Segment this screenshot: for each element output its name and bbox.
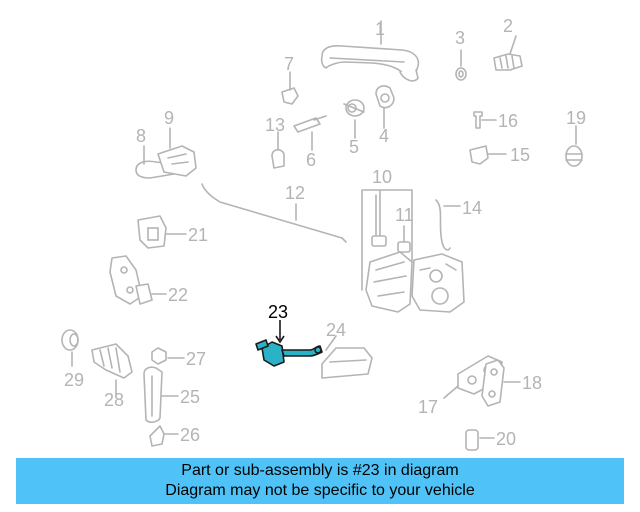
part-25-cover: [143, 366, 179, 423]
part-label-12: 12: [285, 183, 305, 203]
part-label-21: 21: [188, 225, 208, 245]
part-18-hinge-plate: [481, 359, 521, 407]
info-banner: Part or sub-assembly is #23 in diagram D…: [16, 458, 624, 504]
part-label-18: 18: [522, 373, 542, 393]
part-16-bolt: [473, 111, 497, 129]
part-22-striker-plate: [109, 255, 167, 305]
part-19-bumper: [565, 125, 583, 167]
part-1-outer-handle: [320, 20, 420, 82]
part-label-9: 9: [164, 108, 174, 128]
part-5-grommet: [343, 99, 365, 139]
part-label-8: 8: [136, 126, 146, 146]
part-label-20: 20: [496, 429, 516, 449]
part-14-cable: [435, 199, 461, 251]
part-26-fastener: [149, 425, 179, 447]
part-12-rod: [201, 183, 347, 243]
part-label-16: 16: [498, 111, 518, 131]
part-2-lock-cylinder: [493, 35, 523, 71]
part-13-clip: [271, 131, 285, 169]
part-label-6: 6: [306, 150, 316, 170]
part-label-25: 25: [180, 387, 200, 407]
part-label-29: 29: [64, 370, 84, 390]
part-15-clip: [469, 145, 507, 165]
part-label-11: 11: [395, 205, 414, 225]
part-label-22: 22: [168, 285, 188, 305]
part-label-1: 1: [375, 19, 385, 39]
part-label-5: 5: [349, 137, 359, 157]
part-label-4: 4: [379, 126, 389, 146]
part-label-3: 3: [455, 28, 465, 48]
part-label-26: 26: [180, 425, 200, 445]
part-4-bracket: [375, 85, 395, 129]
part-9-housing: [157, 127, 197, 177]
part-6-clip: [293, 115, 327, 151]
part-label-27: 27: [186, 349, 206, 369]
banner-line-1: Part or sub-assembly is #23 in diagram: [181, 462, 459, 479]
part-3-ring: [455, 49, 467, 81]
part-21-striker-bracket: [137, 215, 187, 249]
part-label-7: 7: [284, 54, 294, 74]
part-label-24: 24: [326, 320, 346, 340]
part-label-15: 15: [510, 145, 530, 165]
banner-line-2: Diagram may not be specific to your vehi…: [165, 482, 475, 499]
part-7-clip: [281, 71, 299, 105]
part-label-17: 17: [418, 397, 438, 417]
part-29-grommet: [61, 329, 79, 367]
latch-assembly: [365, 235, 465, 313]
part-label-14: 14: [462, 198, 482, 218]
part-27-nut: [151, 347, 185, 365]
part-label-10: 10: [372, 167, 392, 187]
part-23-door-check-highlighted: [255, 320, 323, 367]
part-label-2: 2: [503, 16, 513, 36]
part-20-plug: [465, 429, 495, 451]
part-label-13: 13: [265, 115, 285, 135]
part-10-11-callouts: [361, 189, 413, 291]
part-label-28: 28: [104, 390, 124, 410]
part-label-19: 19: [566, 108, 586, 128]
part-28-boot: [91, 343, 133, 395]
part-24-wedge: [321, 335, 373, 379]
part-label-23: 23: [268, 302, 288, 322]
